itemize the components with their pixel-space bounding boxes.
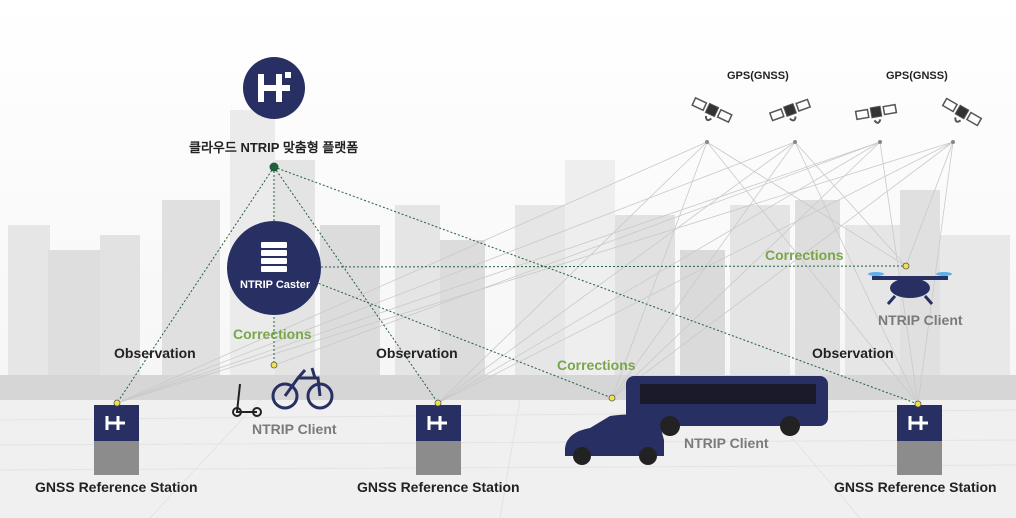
satellite-label-1: GPS(GNSS)	[727, 70, 789, 82]
hi-logo-icon	[243, 57, 305, 119]
bus-icon	[626, 376, 828, 436]
station-label-2: GNSS Reference Station	[357, 479, 520, 495]
platform-title: 클라우드 NTRIP 맞춤형 플랫폼	[189, 140, 359, 155]
observation-label-1: Observation	[114, 345, 196, 361]
server-icon	[261, 242, 287, 272]
client-label-1: NTRIP Client	[252, 421, 337, 437]
car-icon	[565, 414, 664, 465]
satellite-icon	[691, 96, 983, 144]
corrections-label-3: Corrections	[765, 247, 844, 263]
corrections-label-1: Corrections	[233, 326, 312, 342]
observation-label-2: Observation	[376, 345, 458, 361]
caster-label: NTRIP Caster	[240, 279, 311, 291]
observation-label-3: Observation	[812, 345, 894, 361]
client-label-2: NTRIP Client	[684, 435, 769, 451]
connection-dots	[113, 262, 922, 408]
bicycle-icon	[271, 367, 334, 410]
reference-station-3	[897, 405, 942, 475]
corrections-label-2: Corrections	[557, 357, 636, 373]
reference-station-2	[416, 405, 461, 475]
client-label-3: NTRIP Client	[878, 312, 963, 328]
platform-node	[269, 162, 279, 172]
station-label-3: GNSS Reference Station	[834, 479, 997, 495]
ntrip-caster	[227, 221, 321, 315]
drone-icon	[868, 272, 952, 305]
satellite-signal-lines	[116, 141, 954, 405]
ground	[0, 399, 1016, 518]
satellite-label-2: GPS(GNSS)	[886, 70, 948, 82]
platform-links	[116, 166, 919, 405]
reference-station-1	[94, 405, 139, 475]
station-label-1: GNSS Reference Station	[35, 479, 198, 495]
scooter-icon	[232, 383, 262, 417]
